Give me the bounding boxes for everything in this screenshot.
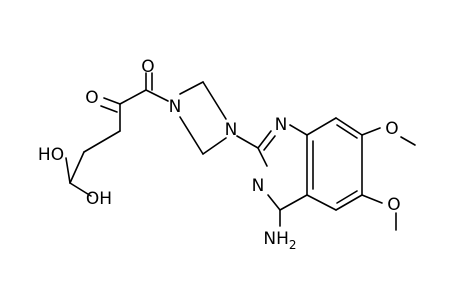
methoxy-oxygen-top-label: O [385,119,398,139]
bond-c8a-c8 [306,117,337,136]
hydroxyl-lower-label: OH [86,189,112,209]
quinazoline-n1-label: N [275,115,288,135]
bond-pip-quin [236,135,259,149]
bond-c6-o [361,194,383,204]
bond-c-oh [65,157,71,184]
bond-c8-c7-double [336,124,358,139]
bond-o-ch3-top [400,136,416,146]
bond-co-o-1 [103,97,121,105]
bond-pip-2 [202,81,227,120]
ketone-oxygen-label: O [85,88,98,108]
methoxy-oxygen-bottom-label: O [387,195,400,215]
quinazoline-n3-label: N [252,176,265,196]
bond-c-ch2 [83,130,121,153]
amino-group-label: NH2 [263,229,296,252]
bond-n1-c8a [289,124,308,136]
bond-pip-4 [179,116,204,155]
bond-c-methyl [69,151,85,184]
bond-c6-c5 [335,194,363,211]
bond-c8-c7 [335,117,363,136]
bond-c6-c5-double [336,190,358,204]
bond-pip-3 [202,137,227,155]
bond-pip-1 [179,81,204,95]
bond-c2-n1 [257,130,272,149]
bond-c4-c4a [279,194,308,211]
bond-co-o-2 [100,105,118,113]
piperazine-n-right-label: N [225,120,238,140]
bond-c2-n1-double [263,135,276,151]
bond-ch2oh [69,182,92,197]
hydroxyl-upper-label: HO [38,145,64,165]
bond-n3-c4 [267,194,281,211]
bond-c7-o [361,127,381,136]
bond-c5-c4a [306,194,337,211]
bond-co-co [119,89,147,105]
bonds [65,72,416,231]
piperazine-n-left-label: N [169,97,182,117]
amide-oxygen-label: O [141,57,154,77]
bond-co-n [145,89,169,102]
atom-labels: O O N N N N O O NH2 HO OH [38,57,401,252]
bond-c2-n3 [257,147,268,167]
